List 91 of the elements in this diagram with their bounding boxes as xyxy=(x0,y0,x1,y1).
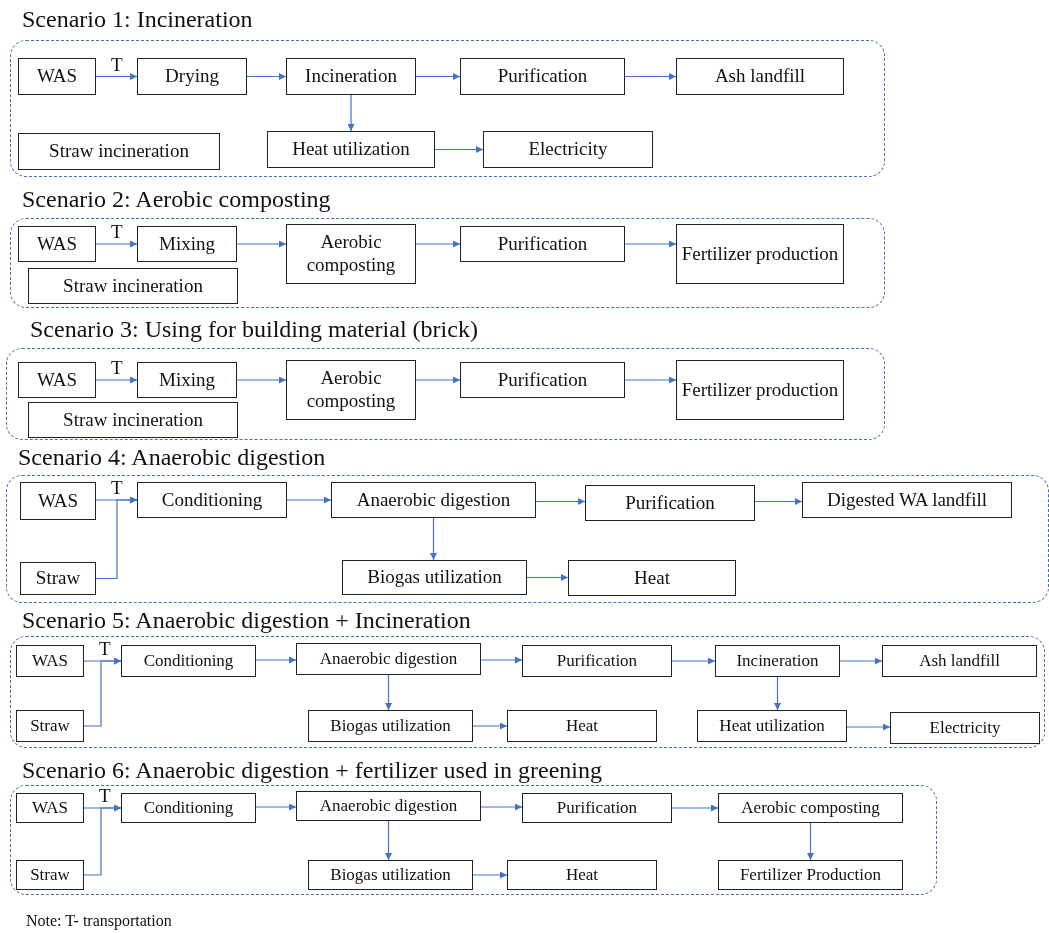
arrow xyxy=(846,723,891,731)
arrow xyxy=(472,722,508,730)
process-box: Biogas utilization xyxy=(342,560,527,595)
arrow xyxy=(807,822,814,861)
process-box: Biogas utilization xyxy=(308,710,473,742)
process-box: Purification xyxy=(460,226,625,262)
arrow xyxy=(671,657,716,665)
arrow xyxy=(671,804,719,812)
arrow xyxy=(415,240,461,248)
arrow xyxy=(624,240,677,248)
arrow xyxy=(535,498,586,505)
process-box: Anaerobic digestion xyxy=(296,643,481,675)
arrow xyxy=(286,496,332,504)
arrow xyxy=(347,94,355,132)
arrow xyxy=(236,240,287,248)
scenario-heading: Scenario 5: Anaerobic digestion + Incineration xyxy=(22,606,471,635)
process-box: Heat utilization xyxy=(697,710,847,742)
process-box: Heat xyxy=(507,710,657,742)
arrow xyxy=(624,376,677,384)
process-box: Heat utilization xyxy=(267,131,435,168)
arrow xyxy=(472,871,508,879)
process-box: Electricity xyxy=(890,712,1040,744)
process-box: Purification xyxy=(585,485,755,521)
process-box: Conditioning xyxy=(137,482,287,518)
process-box: Anaerobic digestion xyxy=(331,482,536,518)
process-box: Purification xyxy=(460,362,625,398)
arrow xyxy=(415,73,461,80)
arrow xyxy=(385,820,392,861)
arrow xyxy=(754,498,803,505)
process-box: Ash landfill xyxy=(676,58,844,95)
process-box: WAS xyxy=(18,226,96,262)
arrow xyxy=(95,496,138,580)
arrow xyxy=(236,376,287,384)
arrow xyxy=(255,656,297,664)
note-text: Note: T- transportation xyxy=(26,912,172,930)
arrow xyxy=(430,517,437,561)
process-box: Purification xyxy=(522,793,672,823)
process-box: Digested WA landfill xyxy=(802,482,1012,518)
process-box: Anaerobic digestion xyxy=(296,791,481,821)
process-box: Heat xyxy=(568,560,736,596)
process-box: Ash landfill xyxy=(882,645,1037,677)
process-box: Straw xyxy=(16,710,84,742)
arrow xyxy=(839,657,883,665)
arrow xyxy=(83,804,122,876)
arrow xyxy=(624,73,677,80)
arrow xyxy=(83,657,122,727)
arrow xyxy=(480,803,523,811)
process-box: Purification xyxy=(522,645,672,677)
process-box: WAS xyxy=(16,793,84,823)
process-box: Aerobic composting xyxy=(718,793,903,823)
arrow xyxy=(774,676,781,711)
process-box: WAS xyxy=(20,482,96,520)
process-box: Purification xyxy=(460,58,625,95)
process-box: WAS xyxy=(18,362,96,398)
process-box: Straw incineration xyxy=(28,402,238,438)
process-box: Aerobic composting xyxy=(286,224,416,284)
scenario-heading: Scenario 4: Anaerobic digestion xyxy=(18,443,326,472)
process-box: Fertilizer production xyxy=(676,224,844,284)
process-box: Straw incineration xyxy=(18,133,220,170)
process-box: Biogas utilization xyxy=(308,860,473,890)
arrow xyxy=(434,146,484,153)
arrow xyxy=(480,656,523,664)
process-box: Straw xyxy=(20,562,96,595)
arrow xyxy=(246,73,287,80)
process-box: Conditioning xyxy=(121,793,256,823)
process-box: WAS xyxy=(18,58,96,95)
scenario-heading: Scenario 1: Incineration xyxy=(22,5,253,34)
arrow xyxy=(415,376,461,384)
arrow xyxy=(385,674,392,711)
scenario-heading: Scenario 3: Using for building material (brick) xyxy=(30,315,478,344)
process-box: Heat xyxy=(507,860,657,890)
process-box: Electricity xyxy=(483,131,653,168)
process-box: Incineration xyxy=(715,645,840,677)
process-box: Straw xyxy=(16,860,84,890)
arrow xyxy=(95,376,138,384)
process-box: WAS xyxy=(16,645,84,677)
scenario-heading: Scenario 6: Anaerobic digestion + fertilizer used in greening xyxy=(22,756,603,785)
scenario-heading: Scenario 2: Aerobic composting xyxy=(22,185,331,214)
process-box: Mixing xyxy=(137,362,237,398)
process-box: Mixing xyxy=(137,226,237,262)
process-box: Aerobic composting xyxy=(286,360,416,420)
process-box: Straw incineration xyxy=(28,268,238,304)
process-box: Drying xyxy=(137,58,247,95)
arrow xyxy=(526,574,569,581)
process-box: Fertilizer Production xyxy=(718,860,903,890)
process-box: Fertilizer production xyxy=(676,360,844,420)
process-box: Conditioning xyxy=(121,645,256,677)
arrow xyxy=(95,240,138,248)
arrow xyxy=(95,73,138,80)
process-box: Incineration xyxy=(286,58,416,95)
arrow xyxy=(255,803,297,811)
